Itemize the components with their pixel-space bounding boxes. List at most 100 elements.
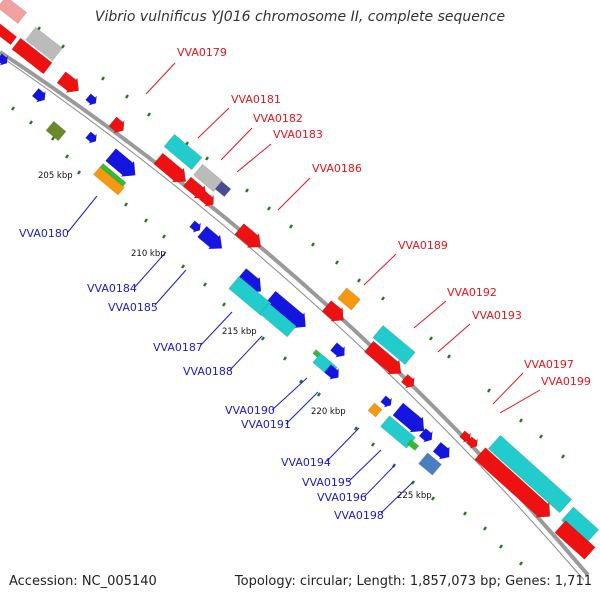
gene-feature — [93, 166, 125, 196]
gene-feature — [337, 287, 361, 311]
gene-feature — [31, 87, 46, 103]
tick-mark — [162, 234, 166, 239]
tick-mark — [51, 136, 55, 141]
gene-label-vva0199: VVA0199 — [541, 375, 591, 388]
tick-mark — [463, 511, 467, 516]
tick-mark — [147, 112, 151, 117]
gene-label-vva0183: VVA0183 — [273, 128, 323, 141]
gene-feature — [432, 441, 450, 460]
tick-mark — [283, 356, 287, 361]
gene-label-vva0194: VVA0194 — [281, 456, 331, 469]
gene-feature — [45, 120, 67, 142]
tick-mark — [539, 434, 543, 439]
gene-label-vva0184: VVA0184 — [87, 282, 137, 295]
tick-mark — [181, 264, 185, 269]
gene-feature — [25, 26, 63, 62]
tick-label-225: 225 kbp — [397, 491, 432, 501]
gene-feature — [554, 520, 596, 560]
tick-mark — [205, 156, 209, 161]
gene-feature — [163, 133, 203, 171]
gene-feature — [228, 275, 272, 317]
label-leader-line — [67, 195, 98, 233]
gene-feature — [466, 436, 479, 449]
label-leader-line — [285, 391, 319, 425]
gene-feature — [324, 364, 339, 380]
label-leader-line — [154, 269, 187, 306]
topology-text: Topology: circular; Length: 1,857,073 bp… — [234, 574, 592, 589]
tick-label-215: 215 kbp — [222, 327, 257, 337]
label-leader-line — [220, 127, 253, 161]
gene-label-vva0179: VVA0179 — [177, 46, 227, 59]
gene-feature — [259, 302, 297, 338]
tick-label-210: 210 kbp — [131, 249, 166, 259]
label-leader-line — [363, 464, 396, 498]
gene-feature — [0, 0, 27, 24]
label-leader-line — [363, 253, 397, 286]
gene-label-vva0190: VVA0190 — [225, 404, 275, 417]
tick-mark — [144, 218, 148, 223]
gene-feature — [214, 180, 232, 198]
gene-label-vva0191: VVA0191 — [241, 418, 291, 431]
label-leader-line — [437, 323, 471, 353]
gene-feature — [0, 53, 9, 66]
backbone-inner — [0, 55, 585, 581]
label-leader-line — [380, 481, 414, 514]
tick-mark — [483, 526, 487, 531]
label-leader-line — [413, 300, 447, 329]
label-leader-line — [326, 427, 360, 462]
tick-mark — [311, 242, 315, 247]
gene-feature — [418, 452, 442, 476]
gene-feature — [105, 148, 136, 177]
gene-feature — [363, 340, 402, 375]
tick-mark — [222, 302, 226, 307]
tick-mark — [317, 392, 321, 397]
tick-mark — [261, 336, 265, 341]
gene-label-vva0193: VVA0193 — [472, 309, 522, 322]
gene-feature — [0, 22, 18, 46]
tick-mark — [429, 336, 433, 341]
tick-mark — [431, 496, 435, 501]
tick-mark — [335, 260, 339, 265]
gene-feature — [380, 415, 416, 449]
label-leader-line — [197, 107, 230, 139]
tick-mark — [29, 120, 33, 125]
gene-label-vva0185: VVA0185 — [108, 301, 158, 314]
gene-label-vva0192: VVA0192 — [447, 286, 497, 299]
tick-mark — [299, 379, 303, 384]
gene-label-vva0197: VVA0197 — [524, 358, 574, 371]
tick-mark — [124, 202, 128, 207]
tick-marks — [11, 8, 565, 566]
tick-mark — [561, 454, 565, 459]
gene-feature — [153, 152, 187, 183]
gene-label-vva0188: VVA0188 — [183, 365, 233, 378]
gene-label-vva0181: VVA0181 — [231, 93, 281, 106]
gene-label-vva0187: VVA0187 — [153, 341, 203, 354]
gene-feature — [372, 324, 416, 366]
gene-label-vva0195: VVA0195 — [302, 476, 352, 489]
tick-mark — [77, 170, 81, 175]
gene-feature — [406, 439, 420, 451]
label-leader-line — [229, 335, 263, 371]
gene-label-vva0180: VVA0180 — [19, 227, 69, 240]
gene-label-vva0189: VVA0189 — [398, 239, 448, 252]
gene-feature — [487, 434, 573, 514]
gene-feature — [418, 427, 433, 443]
label-leader-line — [277, 177, 311, 211]
gene-features — [0, 0, 600, 560]
tick-mark — [354, 426, 358, 431]
tick-mark — [125, 94, 129, 99]
label-leader-line — [145, 62, 176, 95]
label-leader-line — [499, 389, 541, 414]
gene-feature — [474, 447, 551, 518]
gene-label-vva0182: VVA0182 — [253, 112, 303, 125]
label-leader-line — [133, 251, 167, 289]
gene-feature — [189, 220, 202, 233]
gene-feature — [234, 223, 262, 248]
gene-feature — [330, 342, 345, 358]
gene-feature — [108, 116, 125, 134]
gene-feature — [199, 191, 214, 207]
gene-feature — [197, 225, 223, 250]
tick-mark — [357, 278, 361, 283]
tick-mark — [65, 154, 69, 159]
